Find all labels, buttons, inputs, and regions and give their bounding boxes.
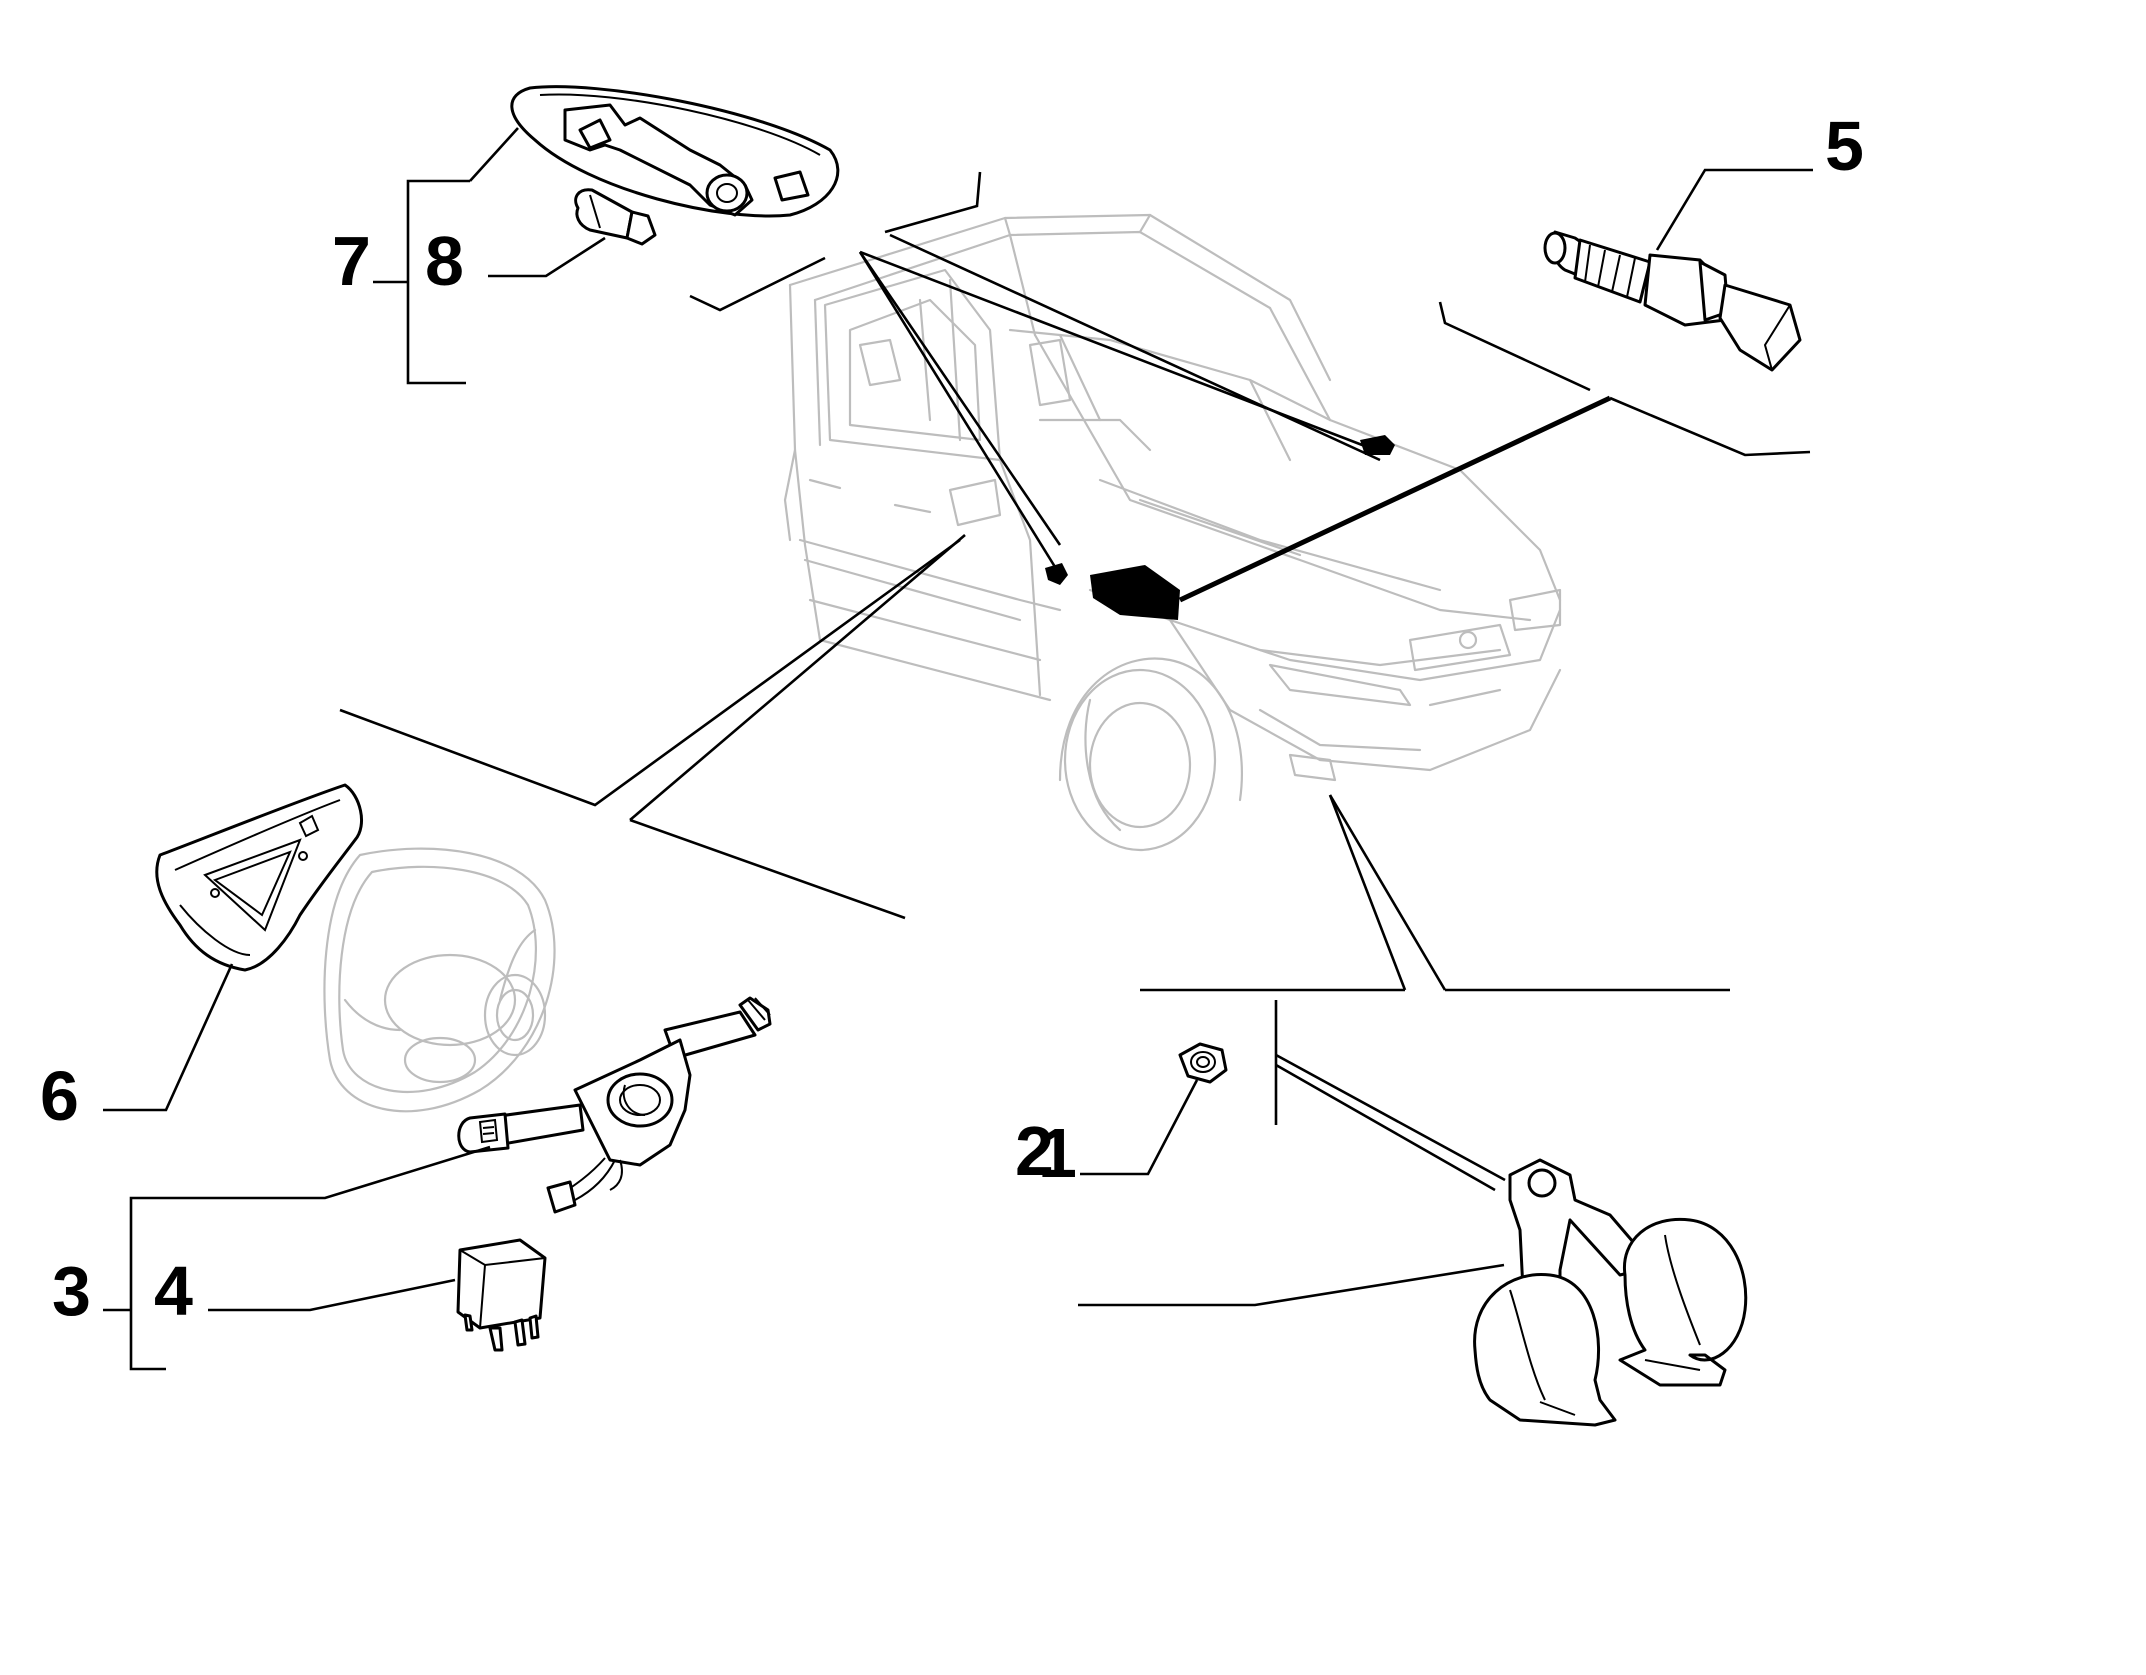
callout-4: 4 xyxy=(154,1252,193,1330)
bracket-7-8 xyxy=(373,127,606,385)
interior-lamp xyxy=(510,85,840,218)
callout-1: 1 xyxy=(1038,1114,1077,1192)
leader-lines xyxy=(339,171,1811,1192)
steering-wheel xyxy=(323,847,556,1113)
relay xyxy=(208,1238,547,1352)
callout-2: 2 xyxy=(1015,1112,1054,1190)
horn-assembly xyxy=(1078,1158,1748,1427)
push-switch xyxy=(1543,168,1813,372)
callout-8: 8 xyxy=(425,222,464,300)
horn-pad-cover xyxy=(103,783,364,1112)
bulb xyxy=(574,188,657,246)
callout-3: 3 xyxy=(52,1252,91,1330)
flange-nut xyxy=(1080,1042,1228,1176)
car-outline xyxy=(783,213,1562,852)
callout-5: 5 xyxy=(1825,107,1864,185)
callout-6: 6 xyxy=(40,1057,79,1135)
callout-7: 7 xyxy=(332,222,371,300)
column-switch xyxy=(103,996,772,1371)
